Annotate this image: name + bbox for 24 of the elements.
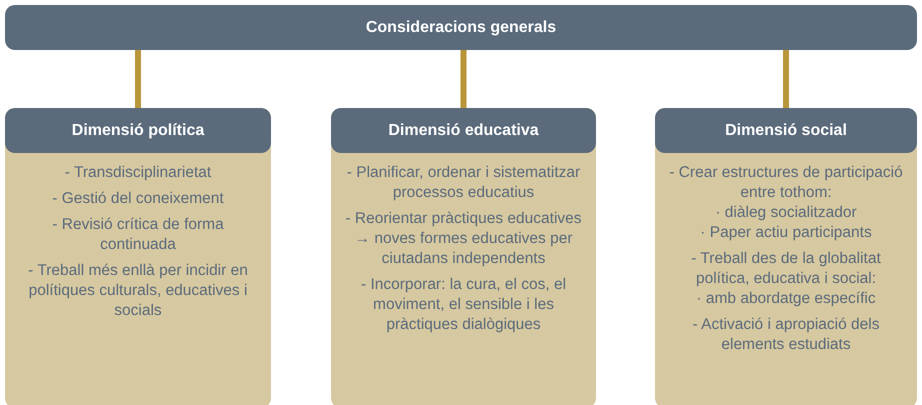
card <box>331 108 596 405</box>
card-heading: Dimensió educativa <box>331 108 596 153</box>
card <box>5 108 271 405</box>
bullet-text: - Gestió del coneixement <box>51 189 225 209</box>
card-heading: Dimensió social <box>655 108 917 153</box>
bullet-text: - Incorporar: la cura, el cos, el moviment, el sensible i les pràctiques dialògiques <box>360 275 568 335</box>
title-bar <box>5 5 917 50</box>
bullet-text: - Treball des de la globalitat política, educativa i social: <box>690 249 882 289</box>
bullet-text: · amb abordatge específic <box>695 289 877 309</box>
bullet-text: - Revisió crítica de forma continuada <box>51 215 225 255</box>
connector-line <box>135 50 141 108</box>
bullet-text: - Treball més enllà per incidir en polítiques culturals, educatives i socials <box>27 261 249 321</box>
card <box>655 108 917 405</box>
title-text: Consideracions generals <box>366 18 556 36</box>
card-heading: Dimensió política <box>5 108 271 153</box>
bullet-text: - Planificar, ordenar i sistematitzar processos educatius <box>346 163 582 203</box>
connector-line <box>783 50 789 108</box>
bullet-text: · diàleg socialitzador <box>714 203 858 223</box>
bullet-text: - Reorientar pràctiques educatives → noves formes educatives per ciutadans independents <box>344 209 583 269</box>
bullet-text: - Activació i apropiació dels elements estudiats <box>692 315 880 355</box>
bullet-text: · Paper actiu participants <box>699 223 873 243</box>
bullet-text: - Crear estructures de participació entre tothom: <box>668 163 904 203</box>
connector-line <box>460 50 466 108</box>
bullet-text: - Transdisciplinarietat <box>64 163 212 183</box>
